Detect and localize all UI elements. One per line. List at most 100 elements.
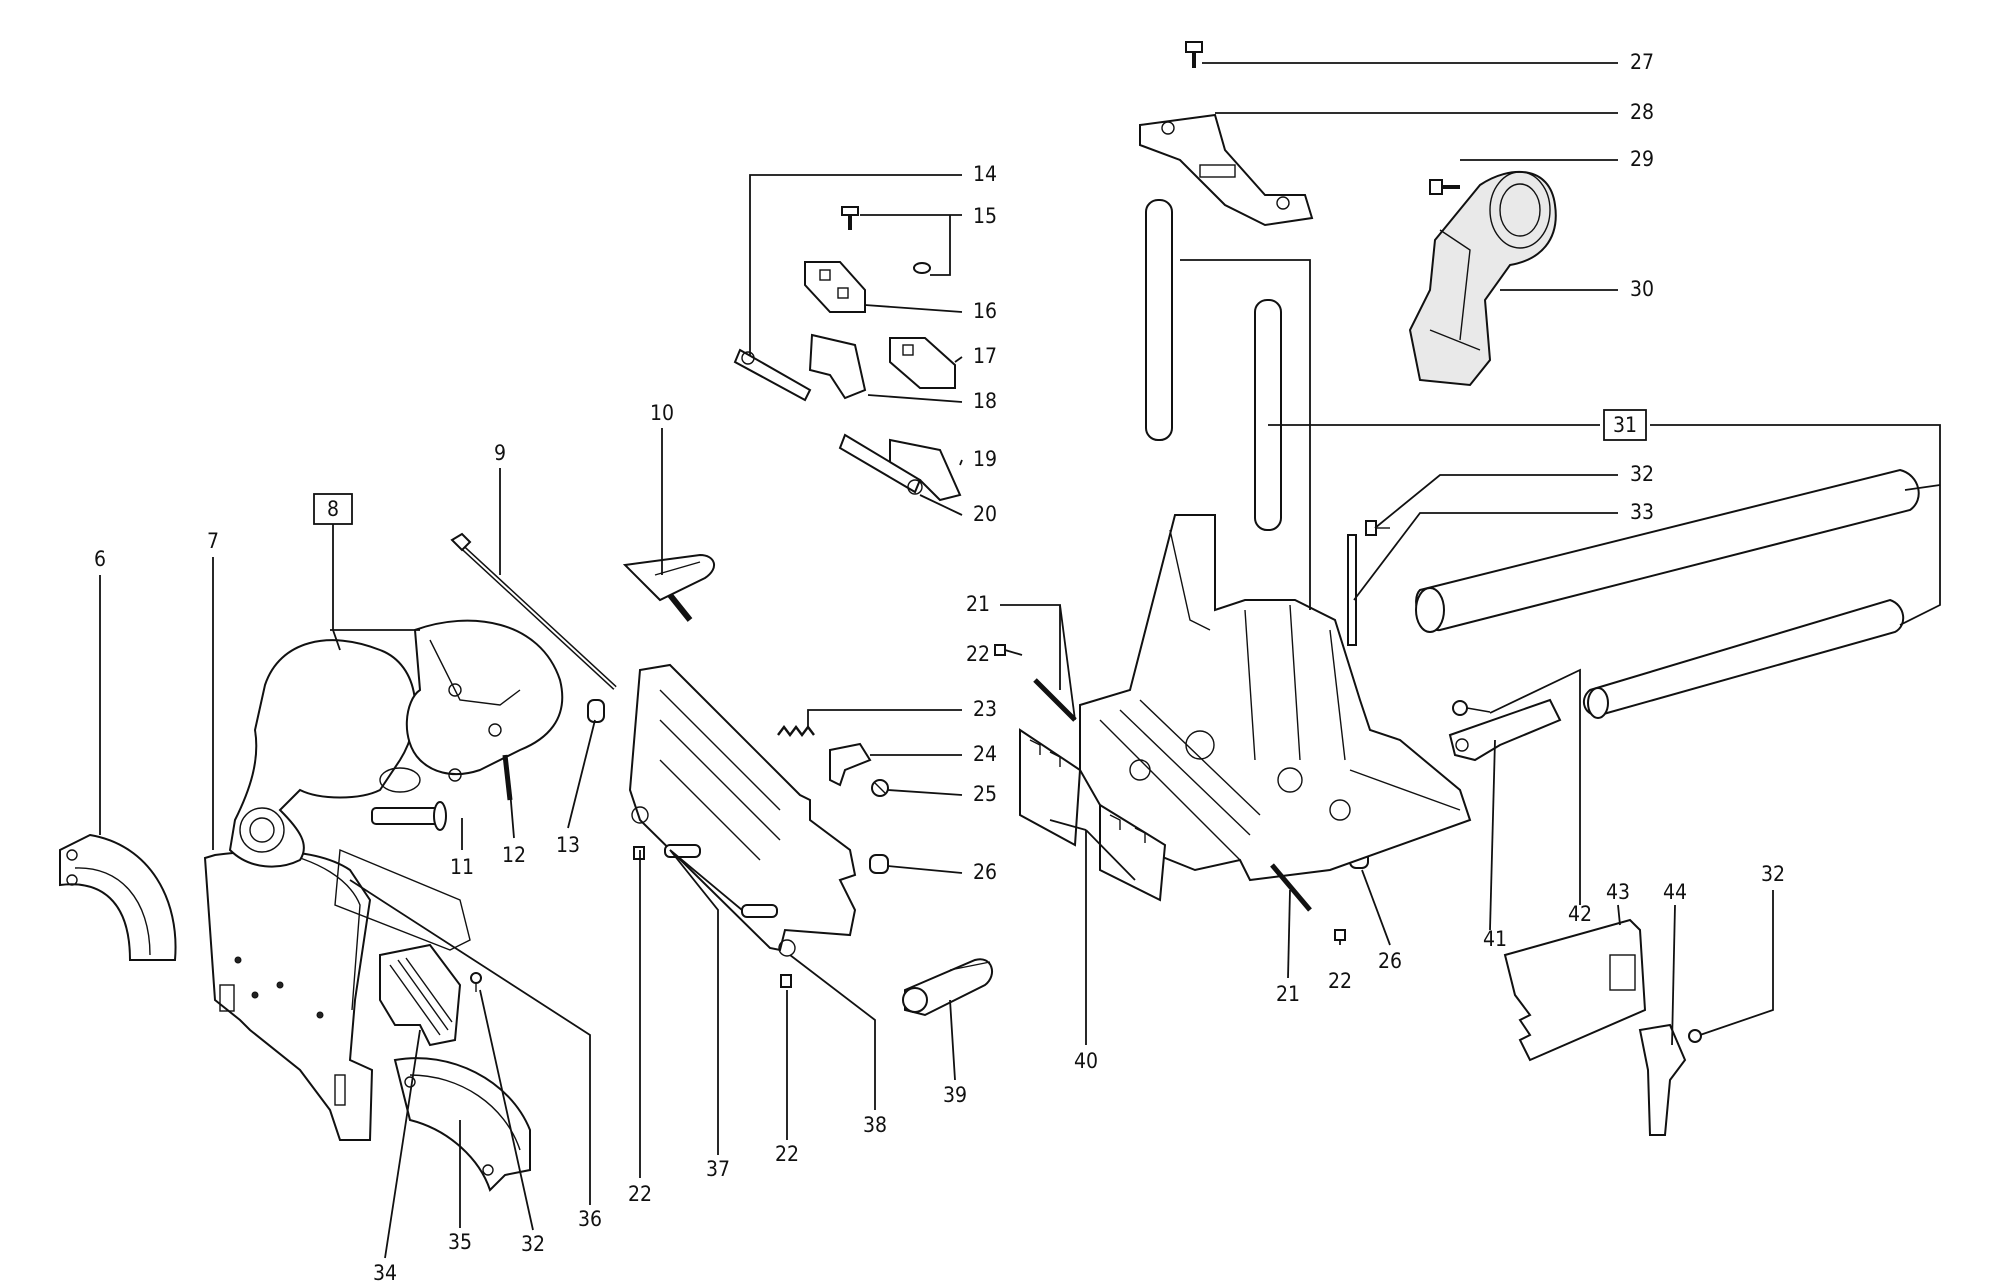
part-22-setscrew-d: [1334, 929, 1346, 941]
callout-31-box: [1603, 409, 1647, 441]
callout-31: 31: [1613, 413, 1637, 437]
part-40-connector-block-b: [1099, 803, 1167, 902]
part-31-rod-horizontal-1: [1415, 468, 1920, 633]
part-43-stepped-plate: [1503, 918, 1647, 1062]
part-17-clip-block: [889, 337, 956, 389]
callout-41: 41: [1483, 927, 1507, 951]
part-39-handle: [902, 958, 994, 1017]
part-42-screw: [1452, 700, 1491, 716]
part-32-screw-left: [470, 972, 482, 992]
part-38-side-frame: [628, 663, 857, 957]
part-26-bushing-left: [869, 854, 889, 874]
part-41-plate-arm: [1448, 698, 1562, 762]
callout-22-lower-mid: 22: [775, 1142, 799, 1166]
callout-17: 17: [973, 344, 997, 368]
part-10-clamp-lever: [622, 553, 715, 622]
callout-12: 12: [502, 843, 526, 867]
callout-22-upper: 22: [966, 642, 990, 666]
leader-lines: [99, 62, 1941, 1259]
callout-36: 36: [578, 1207, 602, 1231]
part-30-dust-outlet: [1408, 171, 1557, 387]
main-base-frame: [1079, 514, 1472, 882]
part-8-motor-housing: [228, 619, 564, 868]
part-25-screw: [871, 779, 889, 797]
callout-32-left: 32: [521, 1232, 545, 1256]
part-14-rail: [733, 348, 812, 402]
callout-24: 24: [973, 742, 997, 766]
callout-11: 11: [450, 855, 474, 879]
callout-34: 34: [373, 1261, 397, 1285]
part-12-pin: [502, 754, 513, 801]
part-15-screw: [841, 206, 931, 274]
callout-7: 7: [207, 529, 219, 553]
part-44-tab-bracket: [1638, 1023, 1687, 1136]
part-24-latch: [829, 742, 872, 787]
part-16-clip-block: [804, 261, 866, 313]
callout-42: 42: [1568, 902, 1592, 926]
callout-18: 18: [973, 389, 997, 413]
callout-19: 19: [973, 447, 997, 471]
callout-22-lower-right: 22: [1328, 969, 1352, 993]
part-13-bushing: [587, 699, 605, 723]
callout-32-right: 32: [1761, 862, 1785, 886]
callout-32-top: 32: [1630, 462, 1654, 486]
part-31-rod-vertical-1: [1145, 199, 1173, 441]
callout-8: 8: [327, 497, 339, 521]
part-29-screw: [1429, 179, 1460, 195]
callout-6: 6: [94, 547, 106, 571]
callout-26-right: 26: [1378, 949, 1402, 973]
callout-8-box: [313, 493, 353, 525]
part-22-setscrew-a: [633, 846, 645, 860]
part-28-bracket: [1139, 113, 1314, 227]
callout-15: 15: [973, 204, 997, 228]
part-40-connector-block-a: [1019, 728, 1082, 847]
callout-16: 16: [973, 299, 997, 323]
part-31-rod-vertical-2: [1254, 299, 1282, 531]
callout-20: 20: [973, 502, 997, 526]
callout-22-lower-left: 22: [628, 1182, 652, 1206]
part-22-setscrew-b: [780, 974, 792, 988]
callout-35: 35: [448, 1230, 472, 1254]
callout-37: 37: [706, 1157, 730, 1181]
callout-23: 23: [973, 697, 997, 721]
part-32-screw-top: [1365, 520, 1390, 536]
part-23-spring: [777, 725, 815, 737]
callout-27: 27: [1630, 50, 1654, 74]
callout-25: 25: [973, 782, 997, 806]
callout-26-left: 26: [973, 860, 997, 884]
part-21-pin-top: [1033, 678, 1077, 722]
part-21-pin-bottom: [1270, 863, 1312, 912]
callout-9: 9: [494, 441, 506, 465]
callout-39: 39: [943, 1083, 967, 1107]
callout-44: 44: [1663, 880, 1687, 904]
callout-14: 14: [973, 162, 997, 186]
part-34-scale-block: [379, 943, 462, 1047]
callout-13: 13: [556, 833, 580, 857]
callout-33: 33: [1630, 500, 1654, 524]
part-33-strip: [1347, 534, 1357, 646]
callout-10: 10: [650, 401, 674, 425]
part-32-screw-bottom: [1688, 1029, 1702, 1043]
part-36-plate: [334, 848, 471, 951]
callout-29: 29: [1630, 147, 1654, 171]
callout-28: 28: [1630, 100, 1654, 124]
part-9-threaded-rod: [450, 532, 617, 690]
callout-labels: 6 7 8 9 10 11 12 13 14 15 16 17 18 19 20…: [94, 50, 1785, 1285]
part-20-rail: [838, 433, 923, 495]
callout-30: 30: [1630, 277, 1654, 301]
part-11-shaft: [371, 801, 447, 831]
part-7-guard-housing: [203, 849, 374, 1141]
callout-43: 43: [1606, 880, 1630, 904]
callout-38: 38: [863, 1113, 887, 1137]
part-18-clip-bracket: [808, 333, 867, 400]
part-31-rod-horizontal-2: [1582, 598, 1905, 719]
part-6-guard-plate: [59, 833, 177, 961]
callout-40: 40: [1074, 1049, 1098, 1073]
callout-21-top: 21: [966, 592, 990, 616]
part-27-screw: [1185, 41, 1203, 68]
part-35-angle-scale: [393, 1057, 531, 1192]
callout-21-bottom: 21: [1276, 982, 1300, 1006]
part-22-setscrew-c: [994, 644, 1006, 656]
